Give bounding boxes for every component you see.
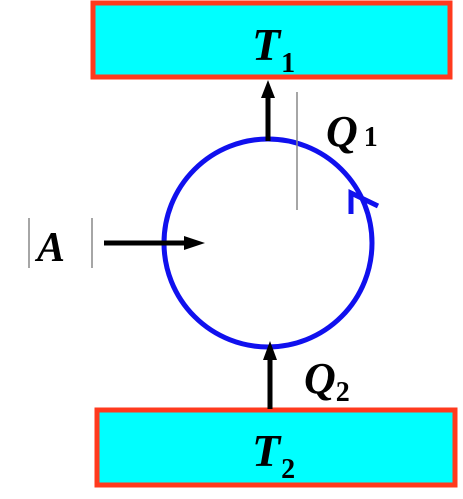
heat-out-arrow — [261, 80, 275, 141]
hot-reservoir-symbol: T — [252, 19, 282, 70]
work-arrow — [104, 236, 205, 250]
work-arrow-head — [184, 236, 205, 250]
cold-reservoir-subscript: 2 — [281, 454, 295, 485]
heat-in-arrow — [263, 341, 277, 409]
cold-reservoir: T2 — [94, 407, 458, 488]
work-label: A — [28, 218, 93, 271]
hot-reservoir-label: T1 — [252, 19, 295, 79]
q1-subscript: 1 — [364, 122, 378, 153]
heat-in-label: Q2 — [304, 354, 350, 408]
cold-reservoir-symbol: T — [252, 425, 282, 476]
hot-reservoir-subscript: 1 — [281, 48, 295, 79]
cold-reservoir-label: T2 — [252, 425, 295, 485]
q2-subscript: 2 — [336, 377, 350, 408]
work-symbol-text: A — [34, 225, 65, 271]
q2-symbol: Q — [304, 354, 336, 403]
heat-in-arrow-head — [263, 341, 277, 360]
heat-out-arrow-head — [261, 80, 275, 98]
hot-reservoir: T1 — [90, 0, 453, 80]
cold-reservoir-box — [94, 407, 458, 488]
q1-symbol: Q — [326, 107, 358, 156]
cycle-direction-icon — [348, 189, 380, 214]
hot-reservoir-box — [90, 0, 453, 80]
work-symbol: A — [34, 225, 65, 271]
